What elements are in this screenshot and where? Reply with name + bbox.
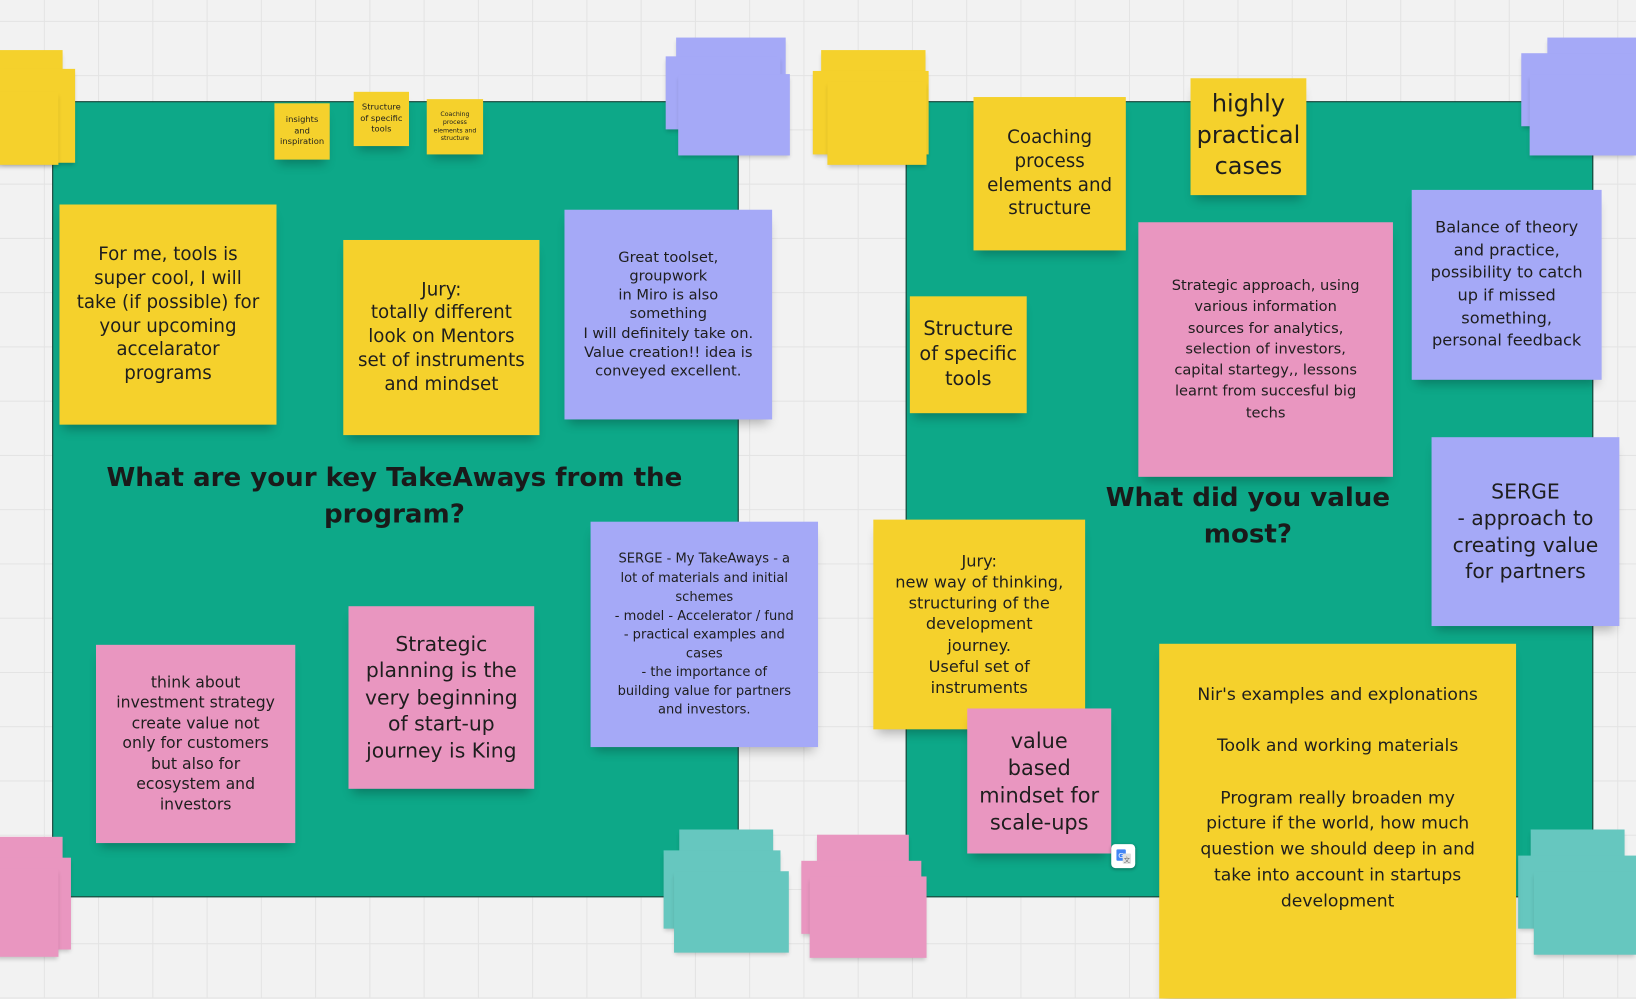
sticky-note[interactable]: Strategic approach, using various inform… (1138, 222, 1393, 477)
sticky-note[interactable]: SERGE - approach to creating value for p… (1431, 437, 1620, 627)
frame-title: What did you value most? (1105, 482, 1391, 549)
sticky-note[interactable]: Coaching process elements and structure (426, 99, 484, 155)
sticky-note[interactable]: Coaching process elements and structure (973, 97, 1126, 251)
sticky-note[interactable]: think about investment strategy create v… (95, 644, 296, 844)
sticky-note[interactable]: Balance of theory and practice, possibil… (1411, 189, 1602, 380)
sticky-note[interactable]: Great toolset, groupwork in Miro is also… (564, 209, 773, 420)
sticky-note[interactable]: highly practical cases (1190, 78, 1307, 196)
sticky-note[interactable]: value based mindset for scale-ups (967, 708, 1112, 854)
sticky-note[interactable]: insights and inspiration (274, 103, 330, 160)
sticky-note[interactable]: Strategic planning is the very beginning… (348, 606, 535, 789)
svg-text:文: 文 (1123, 854, 1130, 863)
frame-title: What are your key TakeAways from the pro… (106, 462, 683, 529)
sticky-note[interactable]: Jury: totally different look on Mentors … (343, 239, 540, 436)
sticky-note[interactable]: Jury: new way of thinking, structuring o… (873, 519, 1086, 730)
sticky-note[interactable]: For me, tools is super cool, I will take… (59, 204, 277, 425)
sticky-note[interactable]: Structure of specific tools (909, 296, 1027, 414)
svg-text:G: G (1118, 851, 1124, 860)
sticky-note[interactable]: Structure of specific tools (353, 91, 410, 147)
sticky-note[interactable]: SERGE - My TakeAways - a lot of material… (590, 521, 819, 748)
sticky-note[interactable]: Nir's examples and explonations Toolk an… (1159, 643, 1517, 999)
